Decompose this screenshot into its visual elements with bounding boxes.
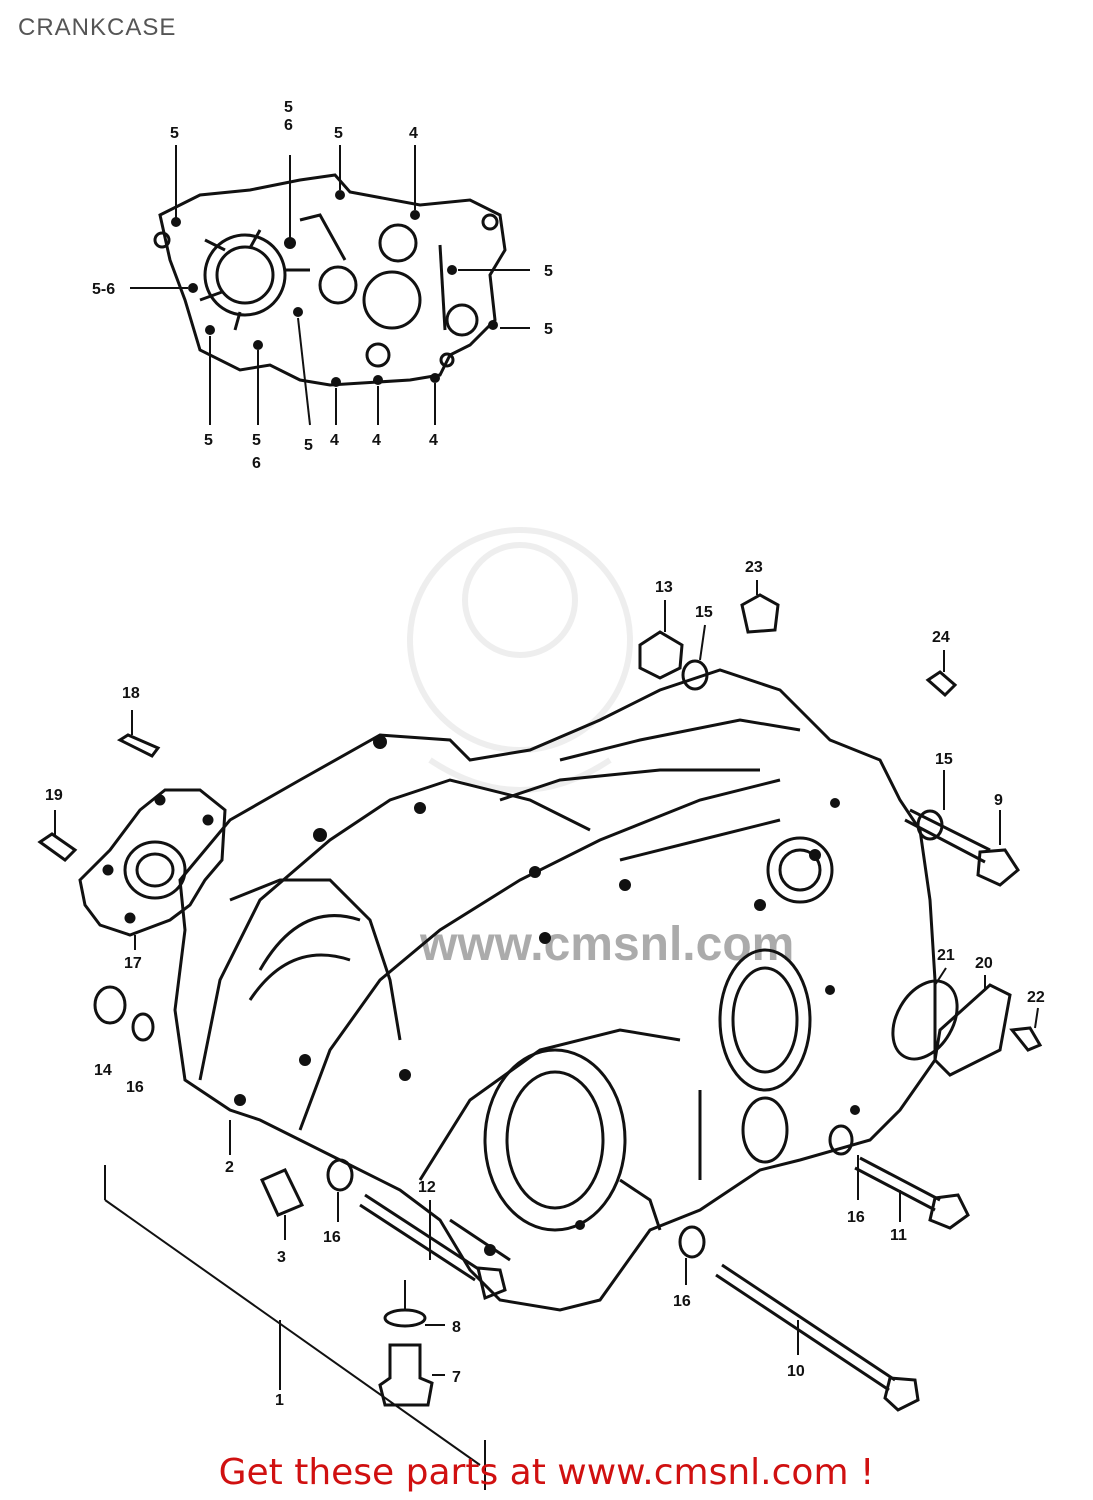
inset-leader-lines [130,145,530,426]
callout-10: 10 [787,1363,805,1380]
callout-12: 12 [418,1179,436,1196]
callout-7: 7 [452,1369,461,1386]
crankcase-left-half [173,668,937,1312]
inset-bolt-holes [171,190,498,387]
callout-5: 5 [204,432,213,449]
inset-crankcase-face [153,173,507,387]
watermark-logo: www.cmsnl.com [407,527,794,971]
diagram-title: CRANKCASE [18,14,177,41]
callout-4: 4 [429,432,438,449]
callout-16: 16 [323,1229,341,1246]
watermark-text: www.cmsnl.com [419,918,794,971]
callout-18: 18 [122,685,140,702]
callout-6: 6 [252,455,261,472]
callout-5: 5 [252,432,261,449]
gasket-17 [78,788,227,937]
callout-8: 8 [452,1319,461,1336]
callout-22: 22 [1027,989,1045,1006]
callout-5: 5 [170,125,179,142]
callout-6: 6 [284,117,293,134]
callout-4: 4 [330,432,339,449]
callout-15: 15 [695,604,713,621]
callout-2: 2 [225,1159,234,1176]
callout-21: 21 [937,947,955,964]
callout-9: 9 [994,792,1003,809]
callout-4: 4 [409,125,418,142]
callout-16: 16 [673,1293,691,1310]
callout-17: 17 [124,955,142,972]
callout-1: 1 [275,1392,284,1409]
callout-5-6: 5-6 [92,281,115,298]
main-leader-lines [54,580,1039,1490]
callout-3: 3 [277,1249,286,1266]
callout-5: 5 [304,437,313,454]
callout-5: 5 [544,321,553,338]
callout-15: 15 [935,751,953,768]
main-callouts: 1 2 3 7 8 9 10 11 12 13 14 15 15 16 16 1… [45,559,1045,1409]
callout-16: 16 [126,1079,144,1096]
callout-14: 14 [94,1062,112,1079]
callout-5: 5 [284,99,293,116]
callout-11: 11 [890,1227,907,1244]
callout-5: 5 [334,125,343,142]
callout-16: 16 [847,1209,865,1226]
callout-13: 13 [655,579,673,596]
callout-24: 24 [932,629,950,646]
callout-20: 20 [975,955,993,972]
inset-callouts: 5 5 6 5 4 5 5 5-6 5 5 6 5 4 4 4 [92,99,553,472]
callout-4: 4 [372,432,381,449]
callout-23: 23 [745,559,763,576]
callout-19: 19 [45,787,63,804]
crankcase-bolt-holes [234,735,860,1256]
callout-5: 5 [544,263,553,280]
small-parts [37,593,1043,1412]
footer-link-text[interactable]: Get these parts at www.cmsnl.com ! [218,1452,875,1493]
